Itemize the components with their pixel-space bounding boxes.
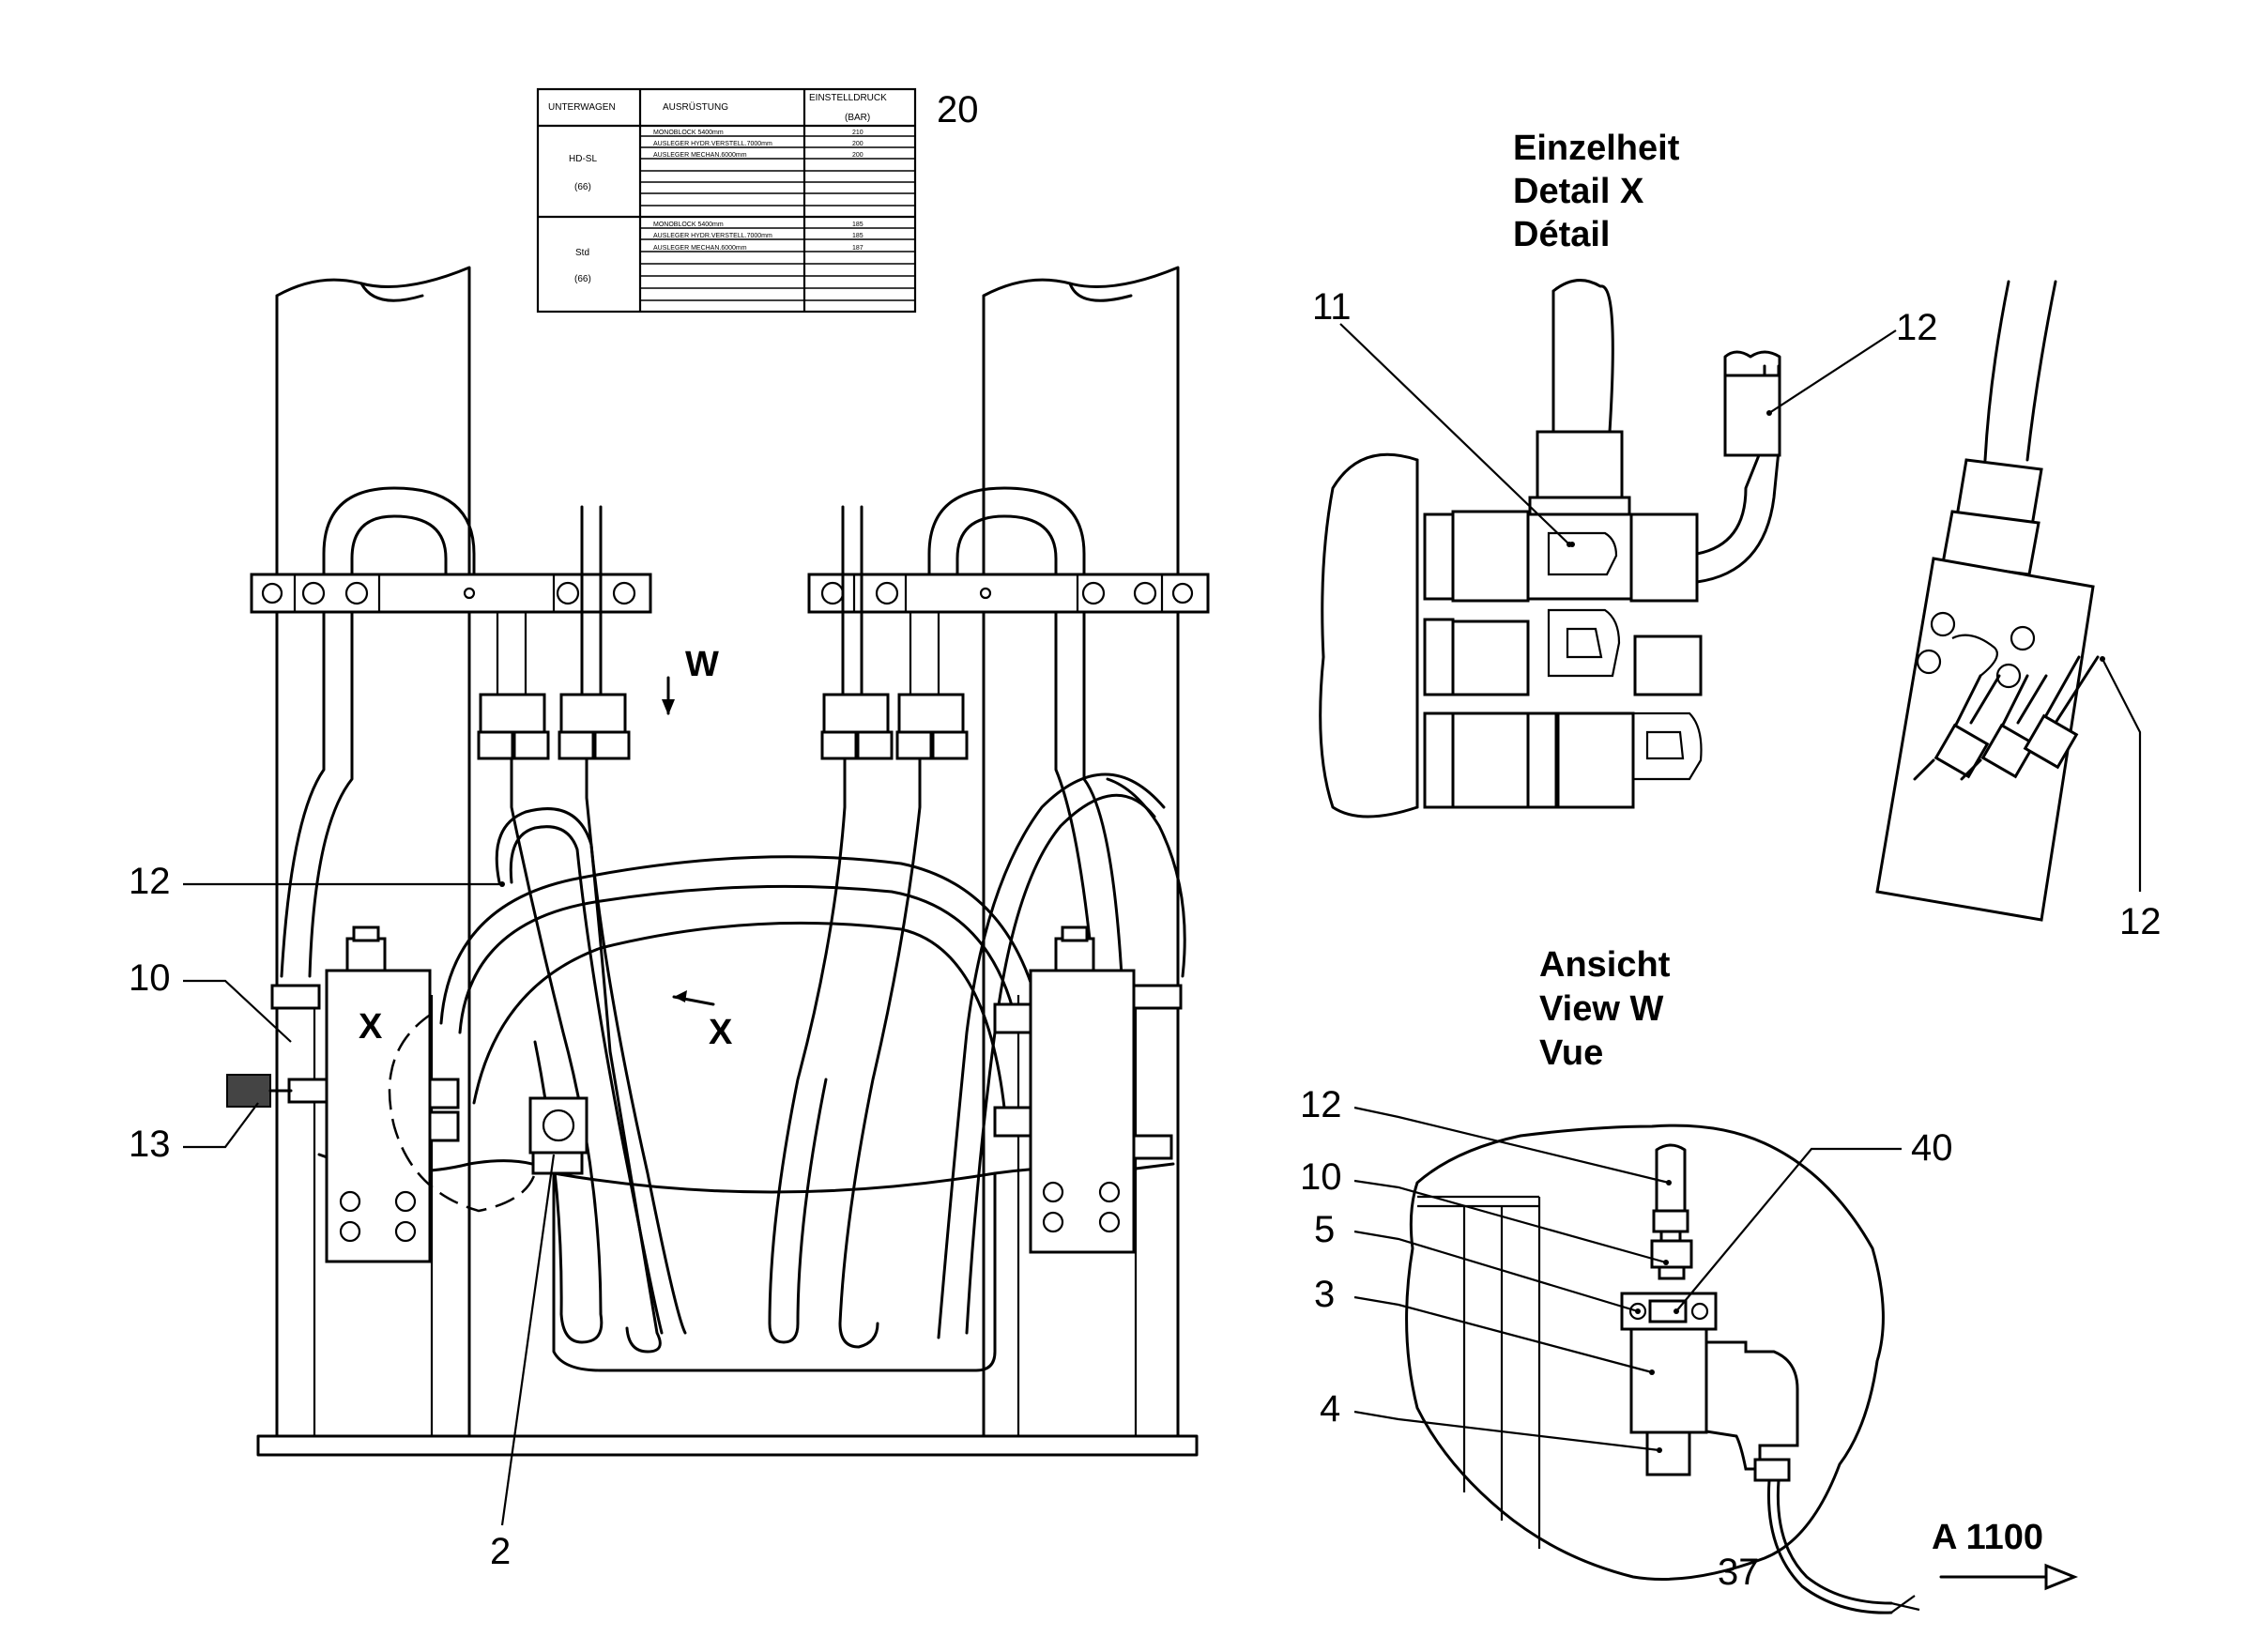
detail-heading-line-2: Detail X	[1513, 172, 1644, 211]
table-row-equipment: AUSLEGER HYDR.VERSTELL.7000mm	[653, 141, 772, 147]
table-row-equipment: MONOBLOCK 5400mm	[653, 222, 724, 228]
view-w-drawing	[1405, 1124, 1920, 1614]
table-header-unterwagen: UNTERWAGEN	[548, 102, 616, 113]
view-w-heading: Ansicht View W Vue	[1539, 945, 1671, 1073]
table-row-equipment: AUSLEGER MECHAN.6000mm	[653, 152, 747, 159]
leader-10-main	[183, 979, 292, 1043]
detail-x-drawing	[1319, 279, 1781, 818]
callout-40-view: 40	[1911, 1127, 1953, 1169]
table-row-pressure: 185	[852, 222, 864, 228]
callout-37-view: 37	[1718, 1552, 1760, 1593]
table-row-pressure: 200	[852, 141, 864, 147]
callout-11-detail: 11	[1312, 286, 1352, 328]
left-valve-block	[270, 925, 460, 1263]
table-row-pressure: 185	[852, 233, 864, 239]
leader-10-view	[1353, 1179, 1667, 1264]
callout-3-view: 3	[1314, 1274, 1335, 1315]
leader-40-view	[1675, 1147, 1902, 1312]
detail-x-boundary	[388, 1012, 537, 1213]
table-unterwagen-1: HD-SL	[569, 154, 597, 164]
table-header-unit: (BAR)	[845, 113, 870, 123]
central-tank	[552, 1171, 997, 1372]
table-row-equipment: AUSLEGER MECHAN.6000mm	[653, 245, 747, 252]
view-heading-line-1: Ansicht	[1539, 945, 1671, 985]
detail-valve-side-view	[1875, 280, 2100, 922]
leader-5-view	[1353, 1230, 1639, 1313]
callout-12-view: 12	[1300, 1084, 1342, 1125]
right-valve-block	[993, 925, 1183, 1254]
table-row-equipment: MONOBLOCK 5400mm	[653, 130, 724, 136]
leader-13-main	[183, 1102, 259, 1149]
leader-12-detail-top	[1768, 329, 1897, 414]
leader-2-main	[500, 1154, 556, 1526]
leader-4-view	[1353, 1410, 1660, 1452]
detail-x-heading: Einzelheit Detail X Détail	[1513, 129, 1680, 254]
leader-12-detail-bottom	[2102, 658, 2142, 892]
callout-4-view: 4	[1320, 1388, 1340, 1430]
callout-5-view: 5	[1314, 1209, 1335, 1250]
leader-12-view	[1353, 1106, 1670, 1185]
callout-12-main: 12	[129, 861, 171, 902]
table-row-equipment: AUSLEGER HYDR.VERSTELL.7000mm	[653, 233, 772, 239]
table-row-pressure: 200	[852, 152, 864, 159]
table-header-ausruestung: AUSRÜSTUNG	[663, 101, 728, 113]
right-clamp-bar	[807, 573, 1210, 614]
left-clamp-bar	[250, 573, 652, 614]
leader-3-view	[1353, 1295, 1653, 1374]
marker-x-arrow-label: X	[709, 1013, 733, 1052]
adjusting-screw	[226, 1074, 293, 1108]
detail-heading-line-3: Détail	[1513, 215, 1610, 254]
callout-10-main: 10	[129, 957, 171, 999]
right-cylinder	[982, 266, 1180, 1438]
pressure-switch	[528, 1096, 588, 1175]
base-plate	[256, 1434, 1199, 1457]
callout-12-detail-bottom: 12	[2119, 901, 2162, 942]
reference-label: A 1100	[1932, 1518, 2043, 1557]
callout-10-view: 10	[1300, 1156, 1342, 1198]
fitting-group	[477, 693, 969, 760]
pressure-settings-table: UNTERWAGEN AUSRÜSTUNG EINSTELLDRUCK (BAR…	[536, 87, 917, 314]
table-row-pressure: 210	[852, 130, 864, 136]
view-heading-line-3: Vue	[1539, 1033, 1603, 1073]
callout-13-main: 13	[129, 1124, 171, 1165]
marker-w-label: W	[685, 645, 719, 684]
table-row-pressure: 187	[852, 245, 864, 252]
marker-x-label: X	[359, 1007, 383, 1047]
callout-20: 20	[937, 89, 979, 130]
main-assembly	[226, 266, 1210, 1457]
table-header-einstelldruck: EINSTELLDRUCK	[809, 93, 887, 103]
detail-heading-line-1: Einzelheit	[1513, 129, 1680, 168]
callout-2-main: 2	[490, 1531, 511, 1572]
table-unterwagen-2-code: (66)	[574, 274, 591, 284]
leader-11-detail	[1339, 323, 1570, 545]
view-heading-line-2: View W	[1539, 989, 1663, 1029]
table-unterwagen-2: Std	[575, 248, 589, 258]
callout-12-detail-top: 12	[1896, 307, 1938, 348]
table-unterwagen-1-code: (66)	[574, 182, 591, 192]
